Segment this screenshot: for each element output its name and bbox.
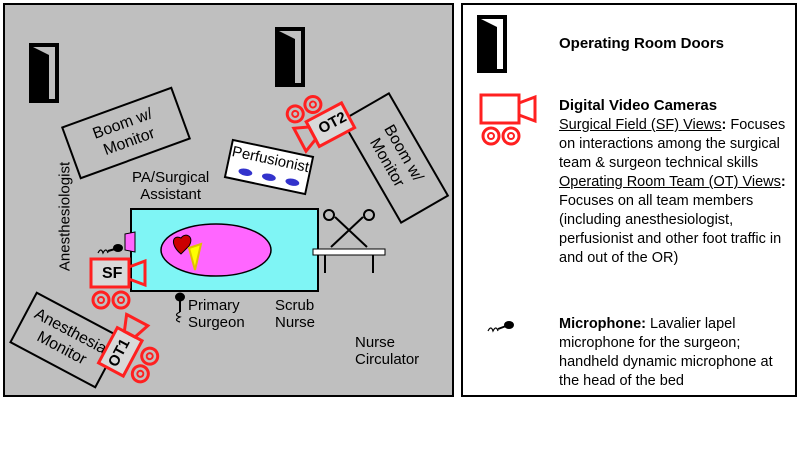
legend-ot-colon: : [780,174,786,190]
video-camera-icon [96,312,160,384]
legend-camera-description: Surgical Field (SF) Views: Focuses on in… [559,116,787,268]
boom-monitor-left-label: Boom w/ Monitor [90,105,158,160]
legend-sf-text: Focuses on interactions among the surgic… [559,117,786,171]
microphone-icon [487,321,514,333]
boom-monitor-left: Boom w/ Monitor [60,86,192,180]
video-camera-sf [89,257,147,310]
nurse-circulator-label: Nurse Circulator [355,334,420,368]
surgical-light-cone [187,242,203,271]
video-camera-ot1: OT1 [90,304,181,397]
boom-monitor-right-label: Boom w/ Monitor [366,122,427,191]
legend-ot-heading: Operating Room Team (OT) Views [559,174,781,190]
legend-mic-title: Microphone: [559,316,646,332]
video-camera-icon [479,93,537,146]
door-icon [275,27,305,87]
legend-ot-text: Focuses on all team members (including a… [559,193,782,266]
scrub-nurse-label: Scrub Nurse [275,297,316,331]
perfusion-pumps [238,168,300,186]
microphone-icon [97,244,123,255]
legend-microphone-description: Microphone: Lavalier lapel microphone fo… [559,315,791,391]
microphone-icon [175,292,185,323]
anesthesiologist-label: Anesthesiologist [56,161,74,272]
legend-sf-colon: : [721,117,727,133]
patient [160,223,272,277]
door-icon [477,15,507,73]
operating-table [130,208,319,292]
head-of-bed [124,231,136,253]
heart-icon [173,234,192,255]
legend-cameras-title: Digital Video Cameras [559,97,718,114]
scissors-icon [323,209,375,248]
primary-surgeon-label: Primary Surgeon [188,297,245,331]
pa-surgical-assistant-label: PA/Surgical Assistant [132,169,210,203]
door-icon [29,43,59,103]
legend-mic-text: Lavalier lapel microphone for the surgeo… [559,316,773,389]
perfusionist-station: Perfusionist [223,138,315,196]
legend-doors-title: Operating Room Doors [559,35,725,52]
boom-monitor-right: Boom w/ Monitor [340,92,450,224]
instrument-tray [312,209,386,273]
video-camera-icon [285,95,357,154]
legend-sf-heading: Surgical Field (SF) Views [559,117,722,133]
operating-room-floorplan: Boom w/ Monitor Boom w/ Monitor Perfusio… [3,3,454,397]
video-camera-ot2: OT2 [274,74,367,165]
legend-panel: Operating Room Doors Digital Video Camer… [461,3,797,397]
camera-sf-label: SF [102,265,123,282]
